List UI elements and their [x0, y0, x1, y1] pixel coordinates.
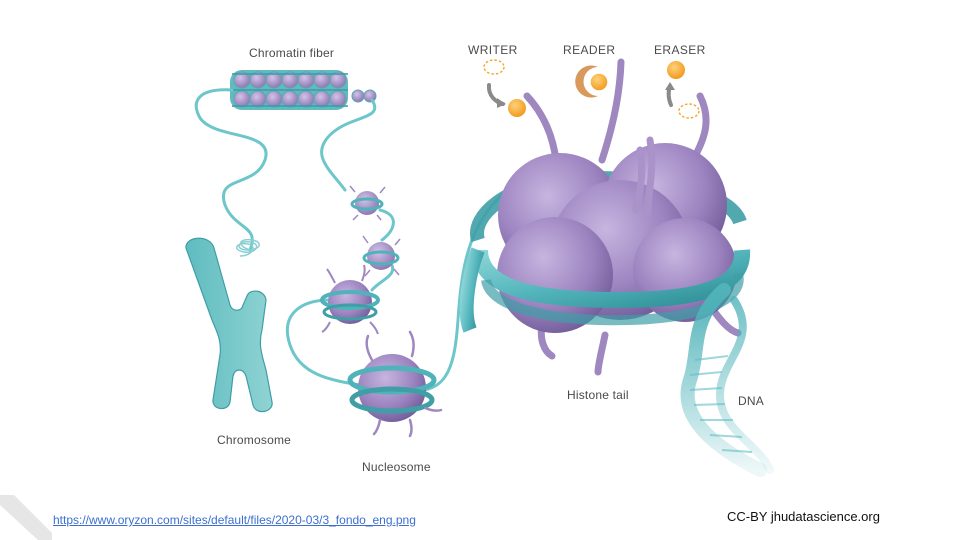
label-nucleosome: Nucleosome — [362, 460, 431, 474]
label-eraser: ERASER — [654, 43, 706, 57]
label-chromosome: Chromosome — [217, 433, 292, 447]
eraser-icon — [665, 61, 700, 119]
dna-helix — [680, 283, 774, 477]
chromatin-coil — [236, 238, 260, 257]
label-reader: READER — [563, 43, 616, 57]
label-dna: DNA — [738, 394, 764, 408]
nucleosome-medium — [347, 330, 443, 438]
label-chromatin-fiber: Chromatin fiber — [249, 46, 335, 60]
source-link[interactable]: https://www.oryzon.com/sites/default/fil… — [53, 513, 416, 527]
small-nucleosomes — [320, 185, 443, 438]
label-histone-tail: Histone tail — [567, 388, 629, 402]
credit-text: CC-BY jhudatascience.org — [727, 509, 880, 524]
chromosome-illustration — [185, 237, 273, 413]
corner-shape — [0, 495, 52, 540]
chromatin-fiber-illustration — [230, 70, 377, 110]
writer-icon — [483, 59, 526, 117]
reader-icon — [575, 65, 609, 98]
large-nucleosome — [459, 58, 751, 376]
label-writer: WRITER — [468, 43, 518, 57]
